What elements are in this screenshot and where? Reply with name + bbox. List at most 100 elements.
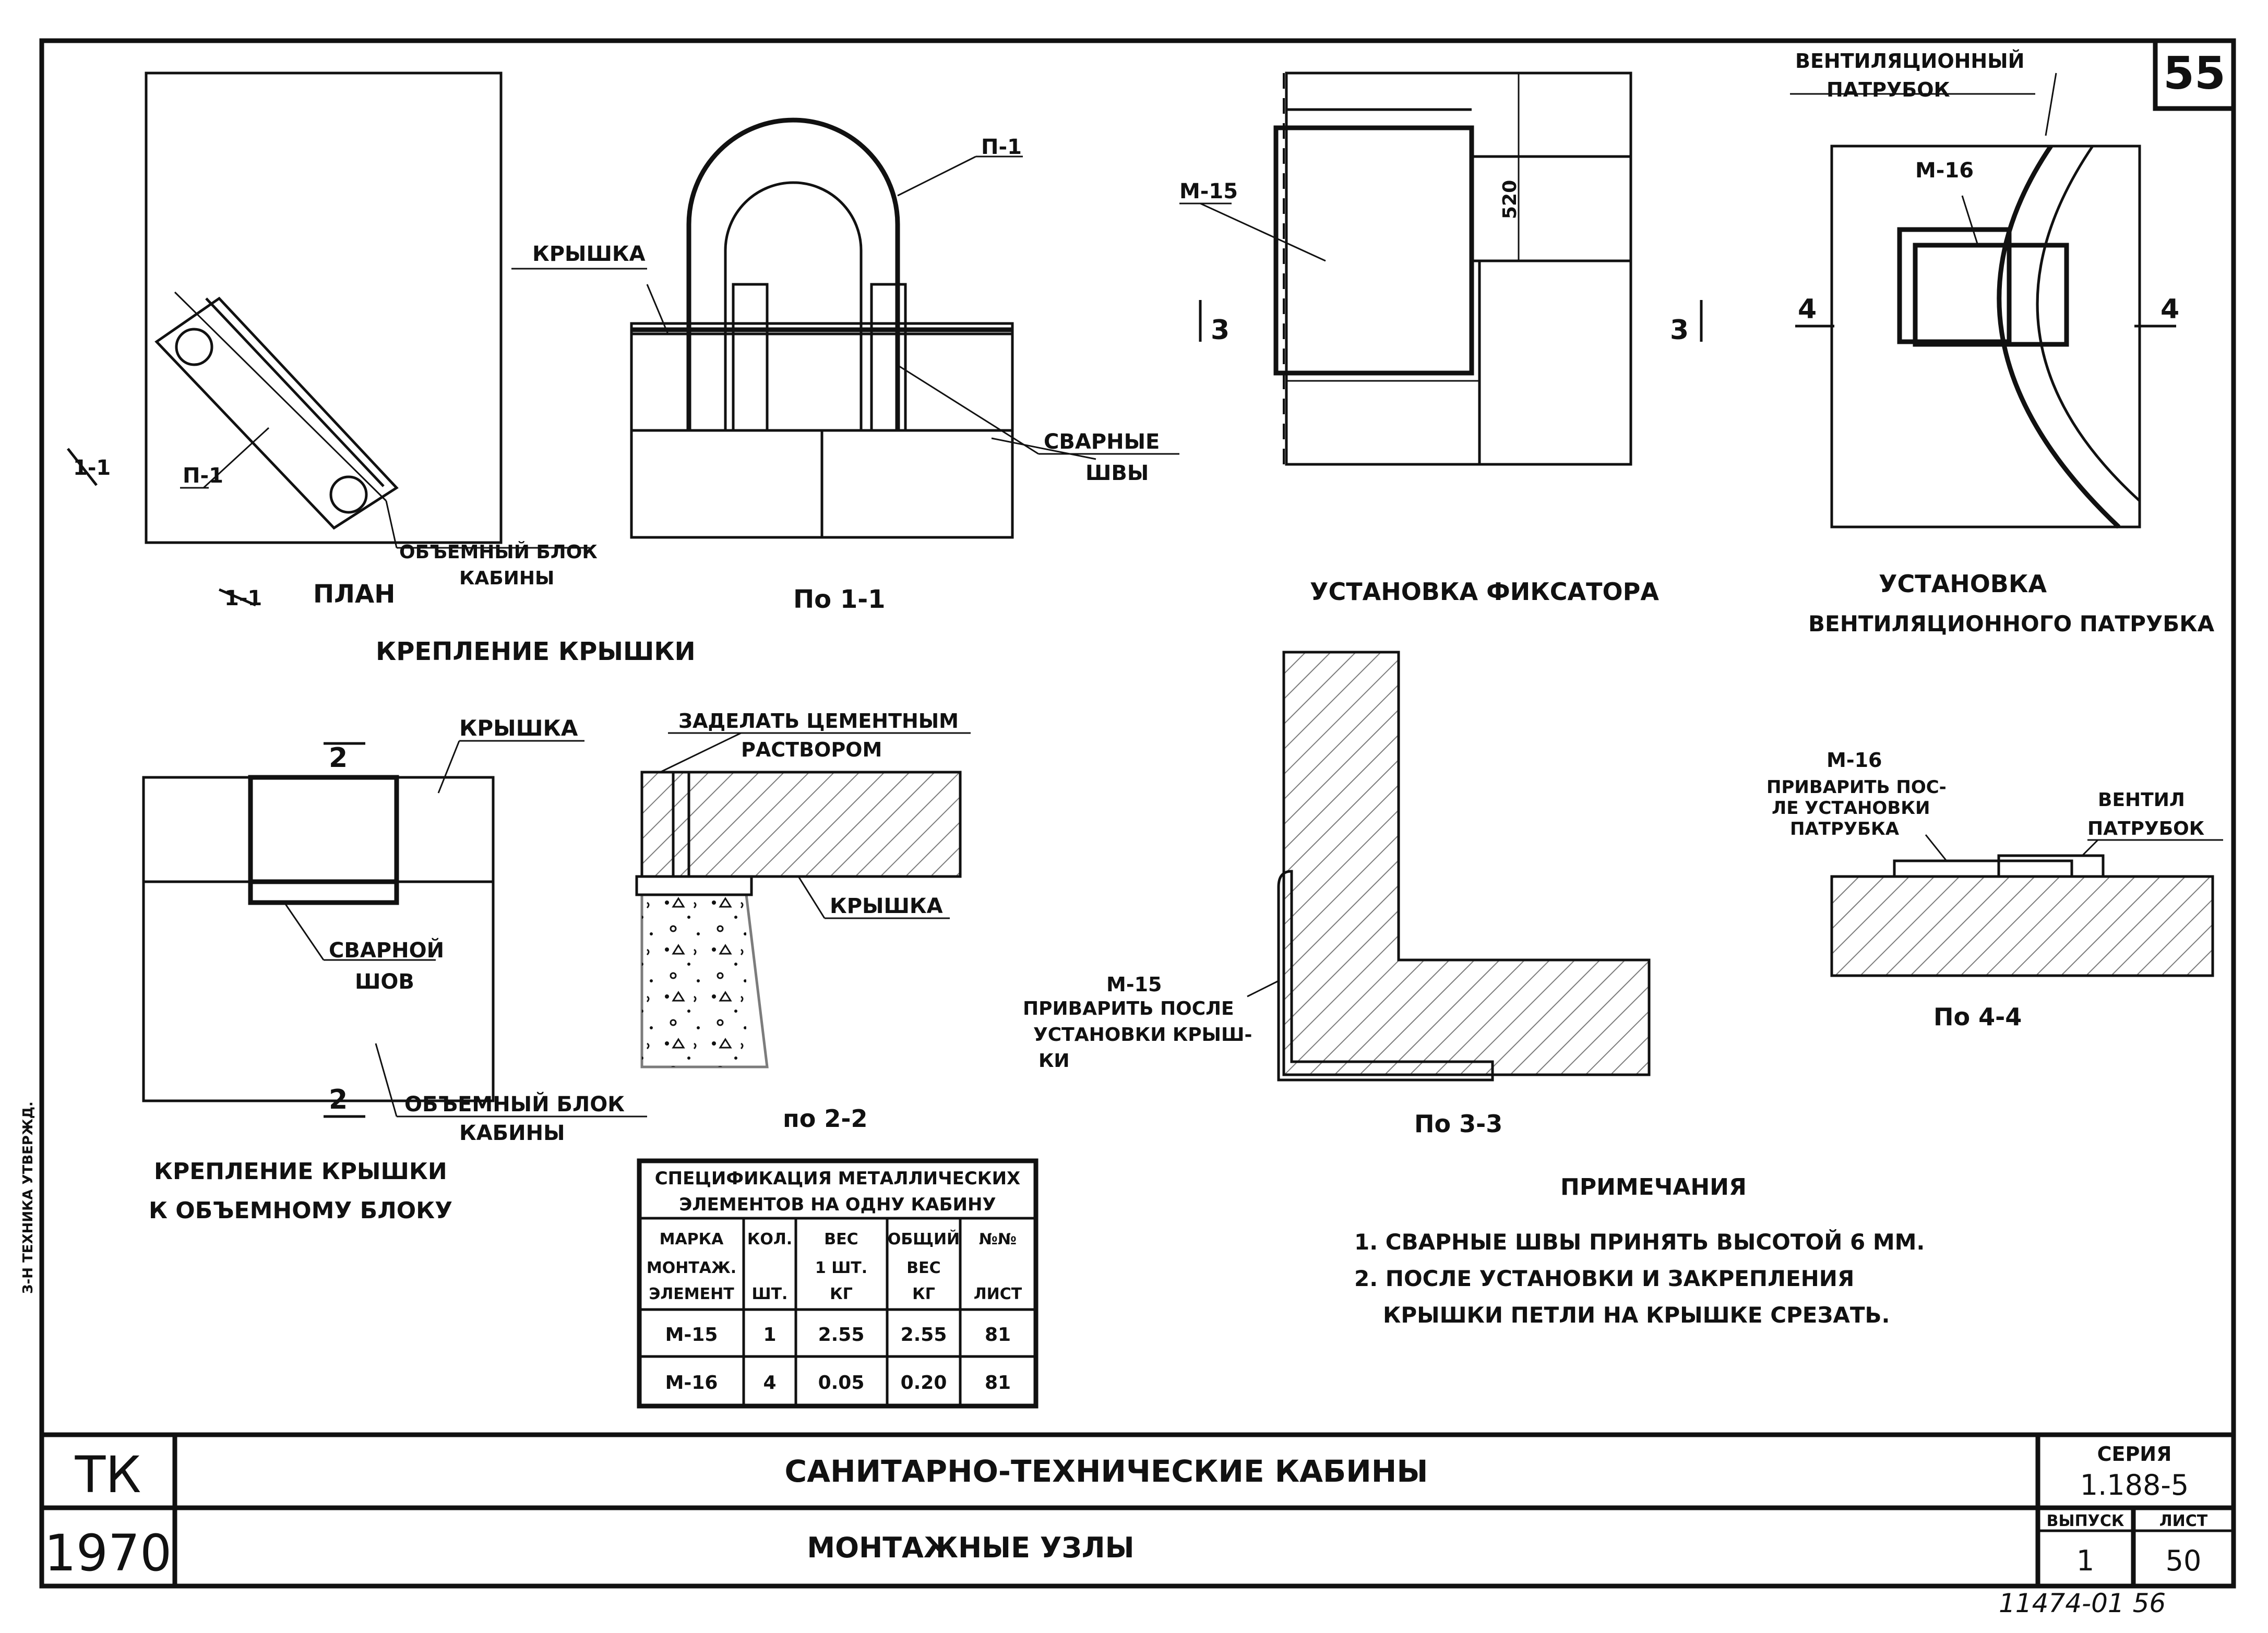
page-number: 55: [2163, 47, 2226, 100]
section-2-2-caption: по 2-2: [783, 1104, 868, 1133]
fixator-section-left: 3: [1211, 315, 1230, 346]
attach-section-top: 2: [329, 742, 348, 774]
section-1-1-cover-label: КРЫШКА: [532, 242, 646, 266]
attach-view: СВАРНОЙ ШОВ КРЫШКА ОБЪЕМНЫЙ БЛОК КАБИНЫ …: [142, 715, 647, 1224]
spec-table-title-1: СПЕЦИФИКАЦИЯ МЕТАЛЛИЧЕСКИХ: [655, 1168, 1021, 1189]
section-4-4-vent-label-1: ВЕНТИЛ: [2098, 789, 2185, 811]
title-block-issue-value: 1: [2076, 1544, 2094, 1577]
vent-section-right: 4: [2160, 294, 2179, 325]
section-3-3-note-1: ПРИВАРИТЬ ПОСЛЕ: [1023, 998, 1234, 1019]
title-block: ТК 1970 САНИТАРНО-ТЕХНИЧЕСКИЕ КАБИНЫ МОН…: [44, 1443, 2208, 1582]
section-2-2-cover-label: КРЫШКА: [830, 894, 943, 918]
spec-header-qty-3: ШТ.: [752, 1285, 788, 1303]
group-caption-cover-fastening: КРЕПЛЕНИЕ КРЫШКИ: [376, 637, 696, 666]
spec-header-mark-1: МАРКА: [660, 1230, 724, 1248]
plan-section-mark-bottom: 1-1: [224, 586, 262, 610]
title-block-series-label: СЕРИЯ: [2097, 1443, 2172, 1466]
spec-header-sheet-3: ЛИСТ: [974, 1285, 1022, 1303]
section-4-4-mark-label: М-16: [1827, 749, 1882, 772]
vent-view: М-16 ВЕНТИЛЯЦИОННЫЙ ПАТРУБОК 4 4 УСТАНОВ…: [1790, 50, 2215, 637]
title-block-issue-label: ВЫПУСК: [2047, 1512, 2124, 1530]
side-stamp: З-Н ТЕХНИКА УТВЕРЖД.: [20, 1101, 36, 1294]
spec-table: СПЕЦИФИКАЦИЯ МЕТАЛЛИЧЕСКИХ ЭЛЕМЕНТОВ НА …: [637, 1158, 1038, 1409]
title-block-series-value: 1.188-5: [2080, 1469, 2189, 1502]
spec-header-sheet-1: №№: [979, 1230, 1017, 1248]
fixator-caption: УСТАНОВКА ФИКСАТОРА: [1310, 578, 1659, 606]
plan-section-mark-top: 1-1: [73, 456, 111, 480]
spec-row-2-qty: 4: [763, 1372, 776, 1394]
attach-section-bottom: 2: [329, 1084, 348, 1115]
spec-row-1-unitwt: 2.55: [818, 1324, 865, 1346]
notes-item-3: КРЫШКИ ПЕТЛИ НА КРЫШКЕ СРЕЗАТЬ.: [1383, 1302, 1890, 1328]
title-block-subtitle: МОНТАЖНЫЕ УЗЛЫ: [807, 1531, 1134, 1564]
section-4-4-note-3: ПАТРУБКА: [1790, 819, 1900, 839]
notes-item-2: 2. ПОСЛЕ УСТАНОВКИ И ЗАКРЕПЛЕНИЯ: [1354, 1266, 1854, 1291]
spec-header-unitwt-2: 1 ШТ.: [815, 1259, 867, 1277]
section-2-2-mortar-label-2: РАСТВОРОМ: [741, 738, 882, 761]
spec-row-2-mark: М-16: [665, 1372, 718, 1394]
section-4-4-caption: По 4-4: [1933, 1003, 2022, 1031]
attach-caption-2: К ОБЪЕМНОМУ БЛОКУ: [149, 1197, 452, 1224]
spec-row-2-sheet: 81: [985, 1372, 1011, 1394]
vent-mark-label: М-16: [1915, 159, 1974, 183]
section-1-1-welds-label-1: СВАРНЫЕ: [1044, 430, 1160, 454]
section-1-1-welds-label-2: ШВЫ: [1085, 461, 1149, 485]
fixator-dimension: 520: [1499, 180, 1521, 219]
section-2-2-mortar-label-1: ЗАДЕЛАТЬ ЦЕМЕНТНЫМ: [678, 710, 959, 733]
section-1-1: П-1 КРЫШКА СВАРНЫЕ ШВЫ По 1-1: [511, 117, 1179, 614]
title-block-title: САНИТАРНО-ТЕХНИЧЕСКИЕ КАБИНЫ: [785, 1454, 1428, 1489]
vent-caption-1: УСТАНОВКА: [1879, 570, 2047, 598]
attach-caption-1: КРЕПЛЕНИЕ КРЫШКИ: [154, 1158, 447, 1185]
attach-block-label-2: КАБИНЫ: [459, 1121, 565, 1145]
section-1-1-caption: По 1-1: [793, 585, 886, 614]
plan-block-label-1: ОБЪЕМНЫЙ БЛОК: [399, 541, 598, 563]
section-3-3-mark-label: М-15: [1106, 973, 1162, 996]
archive-number: 11474-01 56: [1999, 1588, 2166, 1618]
vent-pipe-label-1: ВЕНТИЛЯЦИОННЫЙ: [1795, 50, 2024, 73]
fixator-section-right: 3: [1670, 315, 1689, 346]
spec-row-2-totalwt: 0.20: [901, 1372, 947, 1394]
notes: ПРИМЕЧАНИЯ 1. СВАРНЫЕ ШВЫ ПРИНЯТЬ ВЫСОТО…: [1354, 1174, 1925, 1328]
section-4-4: М-16 ПРИВАРИТЬ ПОС- ЛЕ УСТАНОВКИ ПАТРУБК…: [1766, 749, 2223, 1031]
title-block-year: 1970: [44, 1524, 172, 1582]
plan-caption: ПЛАН: [313, 580, 395, 609]
notes-item-1: 1. СВАРНЫЕ ШВЫ ПРИНЯТЬ ВЫСОТОЙ 6 ММ.: [1354, 1229, 1925, 1255]
spec-header-totalwt-2: ВЕС: [906, 1259, 940, 1277]
plan-block-label-2: КАБИНЫ: [459, 568, 554, 589]
spec-table-title-2: ЭЛЕМЕНТОВ НА ОДНУ КАБИНУ: [679, 1194, 996, 1215]
section-2-2: ЗАДЕЛАТЬ ЦЕМЕНТНЫМ РАСТВОРОМ КРЫШКА по 2…: [635, 710, 971, 1133]
spec-header-unitwt-1: ВЕС: [824, 1230, 858, 1248]
attach-block-label-1: ОБЪЕМНЫЙ БЛОК: [404, 1091, 625, 1116]
attach-weld-label-1: СВАРНОЙ: [329, 938, 444, 963]
spec-header-mark-2: МОНТАЖ.: [647, 1259, 736, 1277]
vent-section-left: 4: [1798, 294, 1817, 325]
vent-pipe-label-2: ПАТРУБОК: [1827, 78, 1950, 101]
section-4-4-note-2: ЛЕ УСТАНОВКИ: [1772, 798, 1930, 819]
spec-row-1-mark: М-15: [665, 1324, 718, 1346]
title-block-sheet-label: ЛИСТ: [2159, 1512, 2208, 1530]
section-1-1-part-label: П-1: [981, 135, 1022, 159]
section-3-3-note-2: УСТАНОВКИ КРЫШ-: [1033, 1024, 1252, 1046]
spec-row-1-qty: 1: [763, 1324, 776, 1346]
section-3-3-note-3: КИ: [1038, 1050, 1070, 1072]
spec-header-totalwt-3: КГ: [912, 1285, 935, 1303]
section-4-4-note-1: ПРИВАРИТЬ ПОС-: [1766, 777, 1947, 798]
section-4-4-vent-label-2: ПАТРУБОК: [2087, 818, 2204, 839]
sheet-frame: [39, 38, 2236, 1589]
title-block-sheet-value: 50: [2166, 1544, 2202, 1577]
fixator-view: 520 М-15 3 3 УСТАНОВКА ФИКСАТОРА: [1179, 71, 1703, 606]
spec-header-mark-3: ЭЛЕМЕНТ: [649, 1285, 734, 1303]
fixator-mark-label: М-15: [1179, 179, 1238, 203]
attach-weld-label-2: ШОВ: [355, 970, 414, 994]
spec-header-unitwt-3: КГ: [830, 1285, 853, 1303]
spec-header-totalwt-1: ОБЩИЙ: [888, 1230, 960, 1248]
title-block-org: ТК: [75, 1446, 141, 1504]
attach-cover-label: КРЫШКА: [459, 715, 578, 741]
section-3-3: М-15 ПРИВАРИТЬ ПОСЛЕ УСТАНОВКИ КРЫШ- КИ …: [1023, 651, 1651, 1138]
spec-header-qty-1: КОЛ.: [747, 1230, 792, 1248]
spec-row-1-sheet: 81: [985, 1324, 1011, 1346]
notes-title: ПРИМЕЧАНИЯ: [1560, 1174, 1747, 1200]
plan-view: П-1 ОБЪЕМНЫЙ БЛОК КАБИНЫ 1-1 1-1 ПЛАН: [67, 71, 598, 610]
spec-row-2-unitwt: 0.05: [818, 1372, 865, 1394]
